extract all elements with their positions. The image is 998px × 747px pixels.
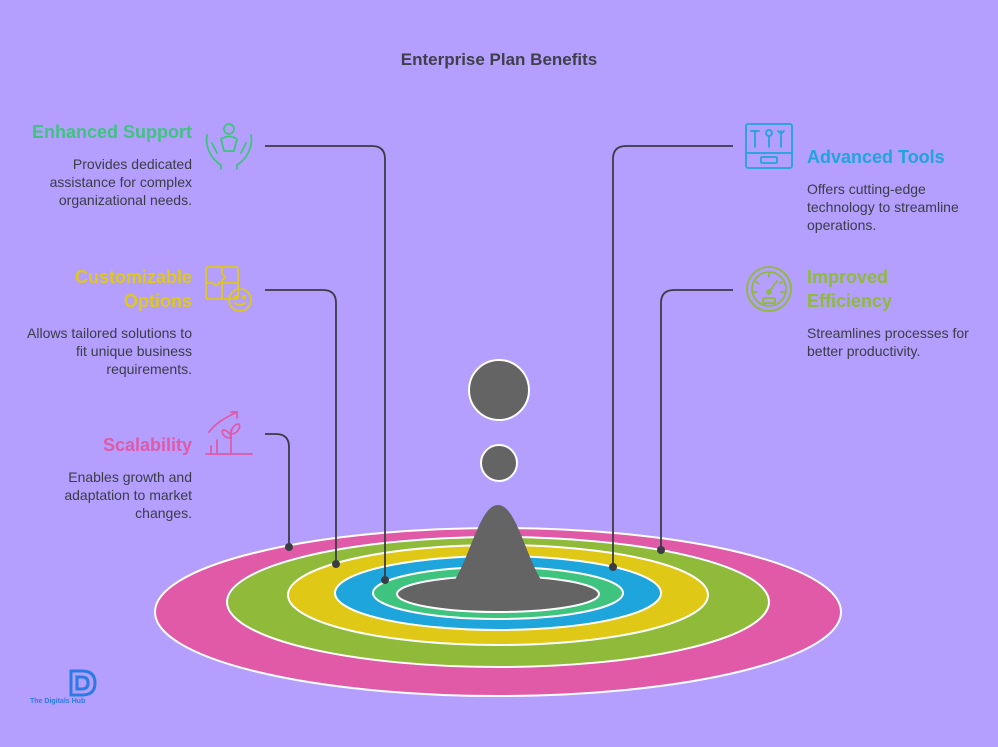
benefit-scalability: Scalability Enables growth and adaptatio… [20,433,192,522]
benefit-description: Offers cutting-edge technology to stream… [807,181,959,233]
support-hands-icon [205,123,253,170]
digitals-hub-logo-icon [69,669,97,697]
benefit-description: Provides dedicated assistance for comple… [49,156,192,208]
connector-improved-efficiency [660,289,733,550]
connector-customizable-options [265,289,337,564]
benefit-description: Allows tailored solutions to fit unique … [27,325,192,377]
page-title: Enterprise Plan Benefits [400,50,598,69]
benefit-description: Streamlines processes for better product… [807,325,969,359]
connector-dot [332,560,340,568]
splash-peak [432,505,564,606]
logo-name: The Digitals Hub [30,698,86,705]
connector-dot [381,576,389,584]
connector-scalability [265,433,290,547]
connector-advanced-tools [612,145,733,567]
benefit-title: Scalability [102,435,192,455]
benefit-title: Customizable Options [74,267,192,311]
speedometer-icon [746,266,792,312]
droplet-large [468,359,530,421]
connector-dot [285,543,293,551]
benefit-enhanced-support: Enhanced Support Provides dedicated assi… [20,120,192,209]
benefit-improved-efficiency: Improved Efficiency Streamlines processe… [807,265,987,360]
customize-puzzle-icon [205,266,252,312]
connector-enhanced-support [265,145,386,580]
benefit-customizable-options: Customizable Options Allows tailored sol… [20,265,192,378]
benefit-title: Advanced Tools [807,147,945,167]
benefit-title: Improved Efficiency [807,267,893,311]
tools-toolbox-icon [745,123,793,169]
benefit-advanced-tools: Advanced Tools Offers cutting-edge techn… [807,145,987,234]
benefit-description: Enables growth and adaptation to market … [64,469,192,521]
benefit-title: Enhanced Support [31,122,192,142]
droplet-small [480,444,518,482]
connector-dot [609,563,617,571]
growth-plant-icon [205,411,253,455]
connector-dot [657,546,665,554]
